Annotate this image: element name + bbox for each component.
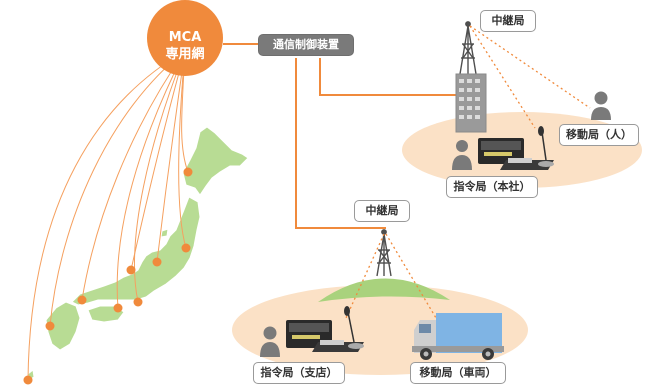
city-dot xyxy=(181,243,191,253)
mobile-person-figure xyxy=(591,91,611,120)
mobile-person-label: 移動局（人） xyxy=(559,124,639,146)
city-dot xyxy=(133,297,143,307)
controller-links xyxy=(223,43,458,229)
relay-top-label: 中継局 xyxy=(480,10,536,32)
city-dot xyxy=(77,295,87,305)
hq-console xyxy=(452,126,554,170)
relay-tower-bottom xyxy=(376,229,392,277)
dispatch-branch-label: 指令局（支店） xyxy=(253,362,345,384)
mca-network-label: MCA 専用網 xyxy=(149,29,221,63)
map-hokkaido xyxy=(182,126,249,196)
mca-label-line1: MCA xyxy=(168,30,202,45)
mobile-vehicle-label: 移動局（車両） xyxy=(410,362,506,384)
dispatch-hq-label: 指令局（本社） xyxy=(446,176,538,198)
map-dots xyxy=(23,167,193,385)
map-sado xyxy=(160,228,169,238)
mca-network-hub xyxy=(147,0,223,76)
truck-icon xyxy=(412,313,504,360)
city-dot xyxy=(45,321,55,331)
city-dot xyxy=(183,167,193,177)
relay-tower-top xyxy=(459,21,477,75)
relay-bottom-label: 中継局 xyxy=(354,200,410,222)
city-dot xyxy=(113,303,123,313)
branch-console xyxy=(260,306,364,357)
city-dot xyxy=(23,375,33,385)
radio-links-top xyxy=(469,25,591,129)
hill xyxy=(318,278,450,302)
radio-links-bottom xyxy=(345,233,437,319)
map-honshu xyxy=(71,196,201,306)
japan-map xyxy=(27,126,249,381)
city-dot xyxy=(126,265,136,275)
mca-label-line2: 専用網 xyxy=(165,47,205,62)
city-dot xyxy=(152,257,162,267)
controller-box: 通信制御装置 xyxy=(258,34,354,56)
hq-building xyxy=(455,73,487,133)
